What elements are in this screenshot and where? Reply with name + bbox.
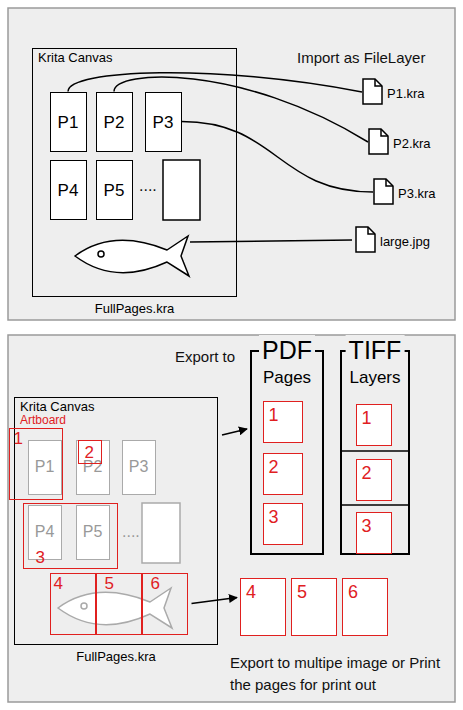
artboard: 2 (78, 440, 102, 464)
format-subtitle: Pages (252, 368, 322, 388)
page-box: P1 (50, 92, 87, 152)
blank-page (142, 503, 180, 563)
layer-separator (342, 450, 408, 452)
file-name: FullPages.kra (33, 302, 236, 317)
file-icon: P1.kra (362, 78, 428, 106)
callout-number: 6 (151, 574, 160, 594)
page-number: 2 (362, 463, 372, 484)
output-page: 3 (356, 512, 392, 554)
page-label: P4 (29, 523, 61, 541)
output-page: 3 (263, 503, 303, 545)
page-box: P5 (96, 160, 133, 220)
note: Import as FileLayer (297, 49, 425, 67)
format-title: PDF (259, 335, 315, 365)
artboard: 3 (23, 503, 118, 569)
file-name: P2.kra (393, 137, 431, 152)
file-icon-shape (362, 78, 383, 105)
bottom-panel (8, 335, 455, 702)
file-icon-shape (355, 226, 376, 253)
file-name: large.jpg (380, 235, 430, 250)
file-icon: P2.kra (368, 128, 434, 156)
file-icon-shape (373, 178, 394, 205)
callout-number: 2 (85, 443, 94, 463)
connector (182, 122, 374, 193)
artboard-label: Artboard (20, 413, 66, 427)
output-column: TIFFLayers123 (340, 350, 410, 555)
leader-line (190, 240, 352, 242)
output-page: 2 (263, 453, 303, 495)
page-label: P1 (29, 458, 61, 476)
fish-drawing (58, 588, 172, 628)
artboard: 6 (142, 573, 188, 635)
callout-number: 1 (14, 429, 23, 449)
ellipsis: .... (139, 176, 157, 195)
page-number: 1 (269, 405, 279, 426)
page-number: 3 (362, 516, 372, 537)
artboard: 4 (50, 573, 96, 635)
output-page: 2 (356, 459, 392, 501)
callout-number: 3 (36, 548, 45, 568)
file-name: P3.kra (398, 187, 436, 202)
page-label: P4 (51, 181, 86, 201)
output-page: 4 (240, 578, 286, 636)
file-icon: P3.kra (373, 178, 439, 206)
page-label: P1 (51, 113, 86, 133)
canvas-title: Krita Canvas (38, 51, 112, 66)
output-column: PDFPages123 (250, 350, 324, 555)
output-page: 1 (263, 401, 303, 443)
page-label: P3 (123, 458, 155, 476)
top-panel (8, 8, 455, 320)
page-number: 2 (269, 457, 279, 478)
blank-page (163, 160, 200, 220)
format-subtitle: Layers (342, 368, 408, 388)
output-page: 5 (291, 578, 337, 636)
output-page: 6 (342, 578, 388, 636)
canvas-title: Krita Canvas (20, 400, 94, 415)
page-box: P2 (96, 92, 133, 152)
file-name: FullPages.kra (15, 650, 217, 665)
connector (192, 598, 238, 604)
output-page: 1 (356, 404, 392, 446)
artboard: 5 (96, 573, 142, 635)
page-box: P3 (122, 440, 156, 495)
page-box: P1 (28, 440, 62, 495)
format-title: TIFF (346, 335, 405, 365)
callout-number: 4 (54, 574, 63, 594)
layer-separator (342, 504, 408, 506)
page-label: P5 (97, 181, 132, 201)
page-number: 1 (362, 408, 372, 429)
page-label: P5 (77, 523, 109, 541)
page-label: P2 (97, 113, 132, 133)
page-number: 5 (297, 582, 307, 603)
artboard: 1 (9, 428, 63, 500)
page-box: P3 (145, 92, 182, 152)
canvas-box: Krita CanvasFullPages.kraP1P2P3P4P5 (32, 48, 237, 297)
file-icon-shape (368, 128, 389, 155)
file-icon: large.jpg (355, 226, 433, 254)
fish-drawing (75, 236, 189, 276)
ellipsis: .... (122, 522, 140, 541)
file-name: P1.kra (387, 87, 425, 102)
page-number: 4 (246, 582, 256, 603)
page-label: P3 (146, 113, 181, 133)
page-number: 6 (348, 582, 358, 603)
connector (222, 429, 247, 435)
canvas-box: Krita CanvasFullPages.kraP1P2P3P4P512345… (14, 397, 218, 645)
page-box: P4 (50, 160, 87, 220)
note: Export to (175, 348, 235, 366)
note: Export to multipe image or Print the pag… (230, 652, 456, 696)
page-box: P5 (76, 505, 110, 560)
callout-number: 5 (105, 574, 114, 594)
page-number: 3 (269, 507, 279, 528)
